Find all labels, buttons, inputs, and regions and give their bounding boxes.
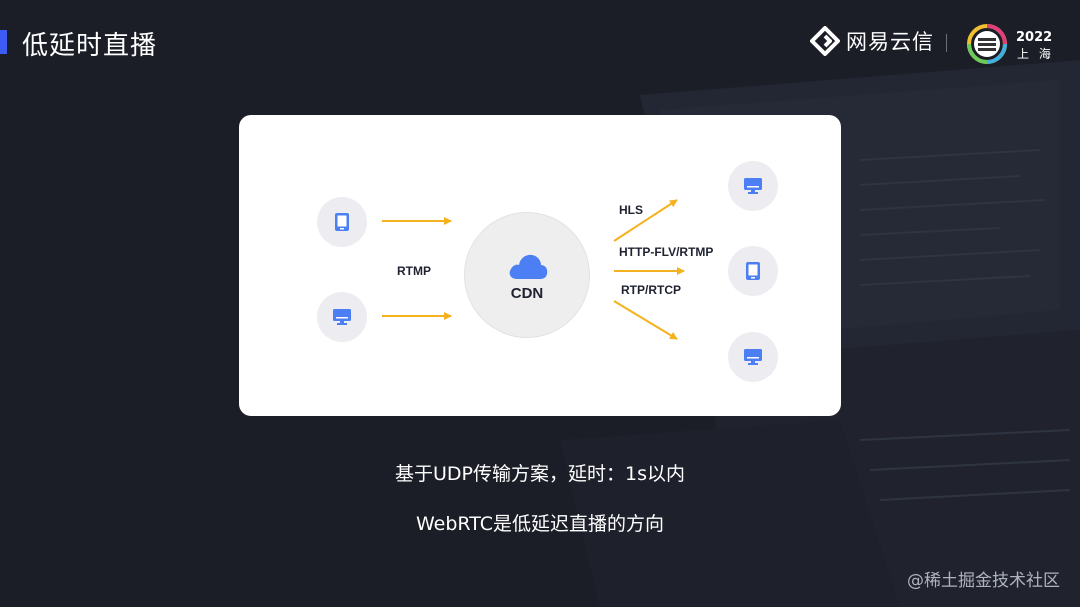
event-city: 上 海 [1017,47,1054,61]
slide-title: 低延时直播 [22,31,158,61]
egress-protocol-flv: HTTP-FLV/RTMP [619,245,714,259]
cdn-node: CDN [464,212,590,338]
monitor-icon [744,178,762,194]
phone-icon [335,213,349,231]
egress-arrow-hls [613,199,678,242]
diagram-arrows [382,199,685,340]
ingest-protocol-label: RTMP [397,264,431,278]
egress-arrow-rtp [613,300,678,340]
monitor-icon [744,349,762,365]
cdn-label: CDN [510,285,544,302]
cloud-icon [509,254,548,279]
title-accent-bar [0,30,7,54]
monitor-icon [333,309,351,325]
egress-protocol-hls: HLS [619,203,643,217]
brand-name: 网易云信 [846,30,934,54]
target-monitor-node-top [728,161,778,211]
target-phone-node [728,246,778,296]
source-phone-node [317,197,367,247]
event-year: 2022 [1016,30,1053,45]
caption-line-2: WebRTC是低延迟直播的方向 [415,513,664,535]
header-divider [946,34,947,52]
caption-line-1: 基于UDP传输方案，延时：1s以内 [395,463,685,485]
target-monitor-node-bottom [728,332,778,382]
cdn-diagram-card: RTMP CDN HLS HTTP-FLV/RTMP RTP/RTCP [239,115,841,416]
phone-icon [746,262,760,280]
source-monitor-node [317,292,367,342]
watermark: @稀土掘金技术社区 [907,571,1060,591]
egress-protocol-rtp: RTP/RTCP [621,283,681,297]
brand-logo: 网易云信 [810,26,934,56]
event-logo-icon [967,24,1007,64]
netease-yunxin-logo-icon [810,26,840,56]
